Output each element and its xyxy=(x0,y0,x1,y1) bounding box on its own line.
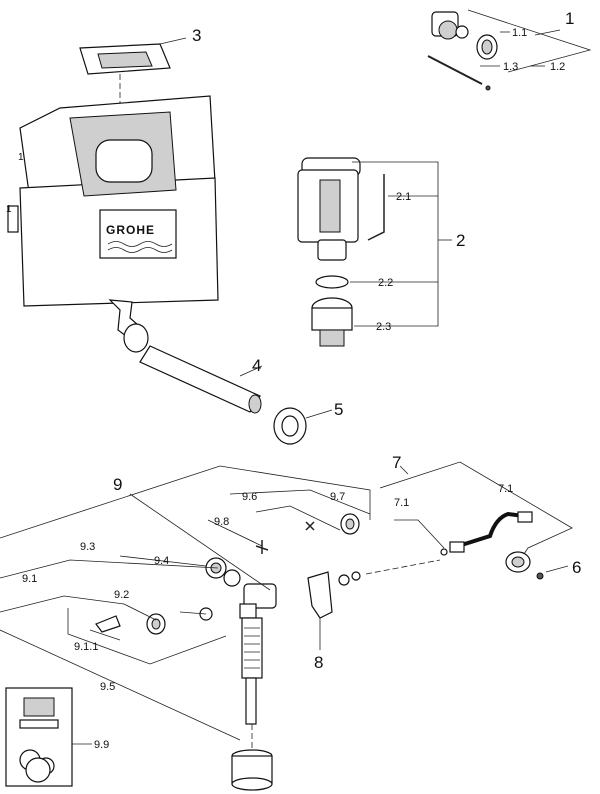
callout-9-1: 9.1 xyxy=(22,573,37,585)
cistern-body: GROHE xyxy=(7,95,219,307)
callout-4: 4 xyxy=(252,356,261,375)
callout-1-3: 1.3 xyxy=(503,61,518,73)
part-7-flex-hose xyxy=(440,511,533,556)
part-8-bracket xyxy=(307,571,361,619)
callout-2: 2 xyxy=(456,231,465,250)
part-9-small-components xyxy=(255,513,360,554)
cistern-tag-1: 1 xyxy=(18,152,24,163)
part-2-leader-lines xyxy=(350,161,452,327)
part-9-leader-lines xyxy=(0,465,371,741)
cistern-tag-2: 1 xyxy=(6,204,12,215)
callout-9-1-1: 9.1.1 xyxy=(74,641,98,653)
callout-9-7: 9.7 xyxy=(330,491,345,503)
part-5-seal-ring xyxy=(273,407,307,445)
callout-6: 6 xyxy=(572,558,581,577)
part-4-flush-pipe xyxy=(139,345,262,414)
callout-5: 5 xyxy=(334,400,343,419)
callout-9: 9 xyxy=(113,475,122,494)
part-9-9-spare-parts-bag xyxy=(5,687,73,787)
callout-1-2: 1.2 xyxy=(550,61,565,73)
callout-1-1: 1.1 xyxy=(512,27,527,39)
part-1-valve-assembly xyxy=(427,11,498,91)
callout-2-2: 2.2 xyxy=(378,277,393,289)
part-9-fill-valve xyxy=(95,557,277,725)
callout-7-1a: 7.1 xyxy=(394,497,409,509)
callout-9-8: 9.8 xyxy=(214,516,229,528)
part-9-5-float-cup xyxy=(231,749,273,791)
part-6-valve xyxy=(505,551,544,580)
callout-2-1: 2.1 xyxy=(396,191,411,203)
callout-9-9: 9.9 xyxy=(94,739,109,751)
callout-2-3: 2.3 xyxy=(376,321,391,333)
callout-3: 3 xyxy=(192,26,201,45)
outlet-elbow xyxy=(108,299,149,353)
part-7-leader-lines xyxy=(379,461,573,561)
callout-9-5: 9.5 xyxy=(100,681,115,693)
callout-9-3: 9.3 xyxy=(80,541,95,553)
brand-logo-grohe: GROHE xyxy=(106,223,155,237)
callout-7: 7 xyxy=(392,453,401,472)
callout-9-2: 9.2 xyxy=(114,589,129,601)
part-1-leader-lines xyxy=(467,9,592,73)
part-2-flush-valve xyxy=(297,157,385,347)
callout-8: 8 xyxy=(314,653,323,672)
part-3-frame xyxy=(79,43,171,75)
callout-1: 1 xyxy=(565,9,574,28)
callout-9-4: 9.4 xyxy=(154,555,169,567)
callout-9-6: 9.6 xyxy=(242,491,257,503)
callout-7-1b: 7.1 xyxy=(498,483,513,495)
